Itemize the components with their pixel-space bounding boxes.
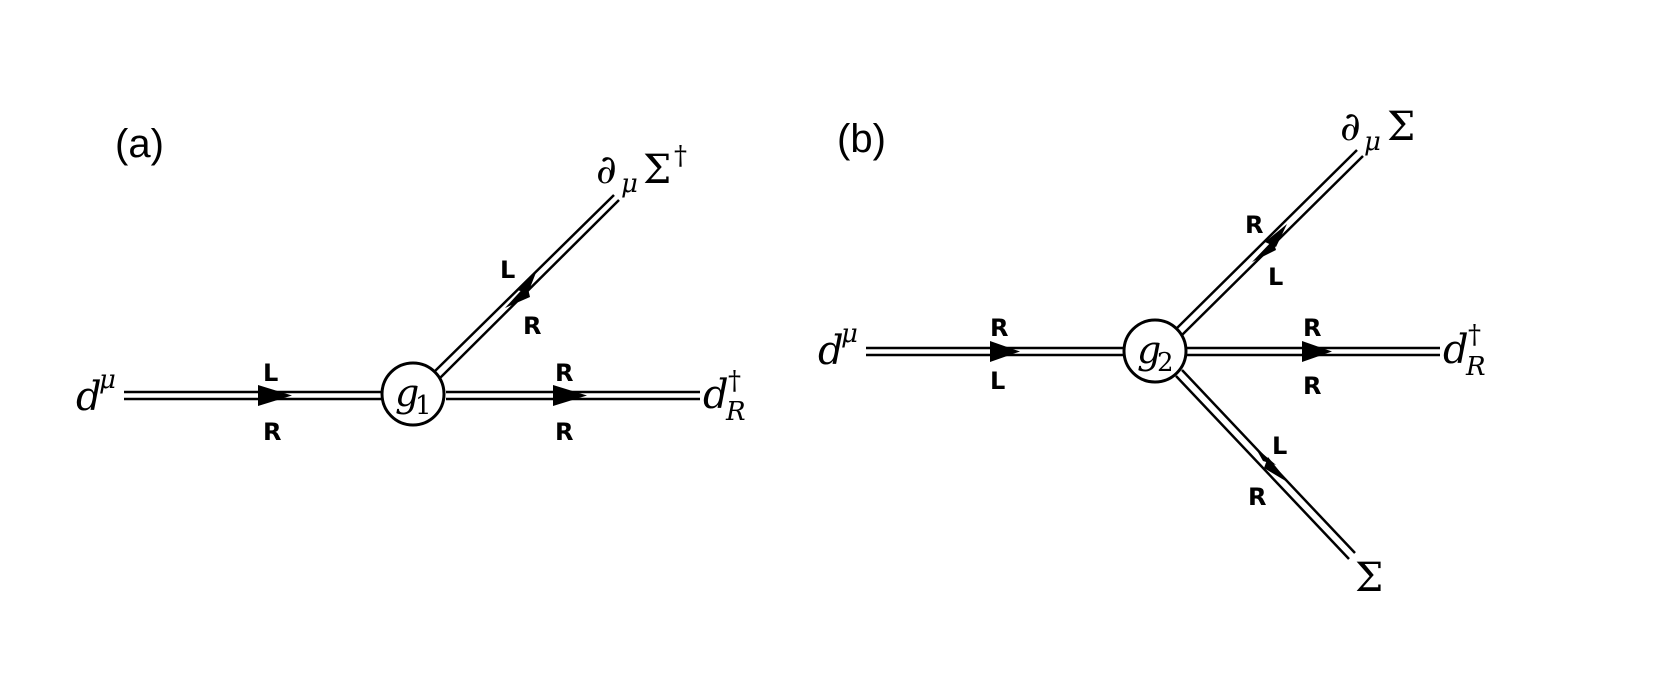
- panel-b-line-Sigma: [1175, 369, 1356, 560]
- svg-text:†: †: [1468, 320, 1481, 350]
- panel-b-chirality-dSigma-bottom: L: [1268, 263, 1283, 291]
- panel-b-chirality-d-mu-top: R: [990, 314, 1008, 342]
- panel-b-chirality-dSigma-top: R: [1245, 211, 1263, 239]
- panel-a-line-dSigma-dagger: [433, 194, 620, 379]
- panel-a-arrow-d-mu: [258, 385, 292, 406]
- svg-text:†: †: [674, 141, 687, 171]
- panel-a-arrow-dSigma-dagger-in: [517, 270, 537, 293]
- panel-a: (a) g 1 L R R R L R: [76, 122, 746, 446]
- panel-b-label-d-mu: d μ: [818, 319, 858, 374]
- panel-b-label-dSigma: ∂ μ Σ: [1340, 104, 1415, 157]
- svg-text:d: d: [818, 328, 844, 374]
- panel-b-chirality-dR-bottom: R: [1303, 372, 1321, 400]
- svg-text:∂: ∂: [596, 147, 617, 193]
- panel-b-label-Sigma: Σ: [1355, 555, 1383, 601]
- panel-b-label-dR-dagger: d † R: [1443, 320, 1486, 382]
- panel-a-label-d-mu: d μ: [76, 365, 116, 420]
- panel-a-line-dR-dagger: [446, 385, 700, 406]
- svg-text:d: d: [1443, 327, 1469, 373]
- svg-text:μ: μ: [621, 169, 638, 199]
- panel-a-label-dR-dagger: d † R: [703, 366, 746, 427]
- panel-a-chirality-d-mu-top: L: [263, 359, 278, 387]
- svg-text:∂: ∂: [1340, 104, 1361, 150]
- panel-a-chirality-d-mu-bottom: R: [263, 418, 281, 446]
- panel-b-line-d-mu: [866, 341, 1124, 362]
- panel-a-vertex: g 1: [380, 361, 446, 427]
- panel-a-arrow-dR-dagger: [553, 385, 587, 406]
- panel-b-arrow-dR-dagger: [1302, 341, 1332, 362]
- panel-b-vertex: g 2: [1122, 318, 1188, 384]
- panel-b-chirality-Sigma-bottom: R: [1248, 483, 1266, 511]
- panel-b-line-dSigma: [1175, 149, 1364, 336]
- panel-b-line-dR-dagger: [1186, 341, 1440, 362]
- svg-text:d: d: [76, 374, 102, 420]
- panel-a-label-dSigma-dagger: ∂ μ Σ †: [596, 141, 687, 199]
- svg-text:R: R: [725, 397, 746, 427]
- panel-a-chirality-dR-top: R: [555, 359, 573, 387]
- panel-b-arrow-dSigma-out: [1252, 240, 1276, 262]
- panel-b-vertex-symbol: g: [1137, 328, 1161, 372]
- panel-a-label: (a): [115, 122, 164, 166]
- panel-b-label: (b): [837, 117, 886, 161]
- panel-a-chirality-dR-bottom: R: [555, 418, 573, 446]
- panel-a-chirality-dSigma-bottom: R: [523, 312, 541, 340]
- panel-a-line-d-mu: [124, 385, 382, 406]
- svg-text:†: †: [728, 366, 741, 396]
- panel-b: (b) g 2: [818, 104, 1486, 601]
- panel-b-chirality-Sigma-top: L: [1272, 432, 1287, 460]
- svg-text:μ: μ: [1364, 127, 1381, 157]
- svg-text:R: R: [1465, 352, 1486, 382]
- panel-a-vertex-symbol: g: [395, 371, 419, 415]
- panel-a-vertex-subscript: 1: [415, 391, 432, 421]
- svg-text:μ: μ: [841, 319, 858, 349]
- panel-b-chirality-d-mu-bottom: L: [990, 367, 1005, 395]
- panel-b-arrow-Sigma-out: [1264, 457, 1289, 483]
- panel-b-arrow-dSigma-in: [1265, 224, 1287, 247]
- panel-a-arrow-dSigma-dagger-out: [505, 284, 530, 308]
- svg-text:μ: μ: [99, 365, 116, 395]
- svg-text:d: d: [703, 372, 729, 418]
- svg-text:Σ: Σ: [643, 147, 671, 193]
- panel-b-vertex-subscript: 2: [1157, 348, 1174, 378]
- svg-text:Σ: Σ: [1387, 104, 1415, 150]
- svg-text:Σ: Σ: [1355, 555, 1383, 601]
- panel-b-chirality-dR-top: R: [1303, 314, 1321, 342]
- panel-a-chirality-dSigma-top: L: [500, 256, 515, 284]
- panel-b-arrow-d-mu: [990, 341, 1020, 362]
